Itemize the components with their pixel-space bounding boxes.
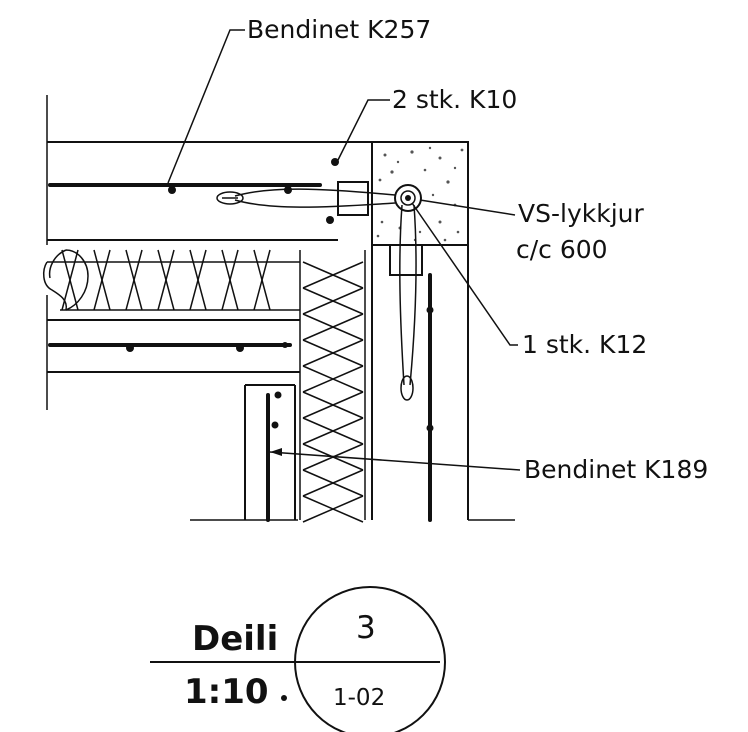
insulation-horizontal — [42, 249, 300, 311]
detail-sheet: 1-02 — [333, 685, 385, 711]
label-bendinet-k189: Bendinet K189 — [524, 455, 708, 484]
leader-lines — [167, 29, 521, 471]
rebar-dot — [284, 186, 292, 194]
vs-loop-vertical — [389, 204, 423, 401]
detail-name: Deili — [192, 619, 278, 659]
label-cc-600: c/c 600 — [516, 235, 608, 264]
label-2-stk-k10: 2 stk. K10 — [392, 85, 517, 114]
label-1-stk-k12: 1 stk. K12 — [522, 330, 647, 359]
inner-wall — [244, 384, 296, 522]
rebar-dot — [326, 216, 334, 224]
label-vs-lykkjur: VS-lykkjur — [518, 199, 644, 228]
top-slab — [47, 141, 372, 241]
connector-box — [337, 181, 369, 216]
lower-slab — [47, 319, 300, 373]
detail-number: 3 — [356, 610, 376, 646]
rebar-dot — [168, 186, 176, 194]
vs-loop-horizontal — [216, 188, 396, 208]
insulation-vertical — [299, 250, 366, 523]
scale-dot — [281, 695, 287, 701]
rebar-dot — [331, 158, 339, 166]
title-block: Deili 1:10 3 1-02 — [150, 586, 446, 732]
detail-scale: 1:10 — [184, 672, 269, 712]
outer-wall — [371, 245, 469, 522]
label-bendinet-k257: Bendinet K257 — [247, 15, 431, 44]
